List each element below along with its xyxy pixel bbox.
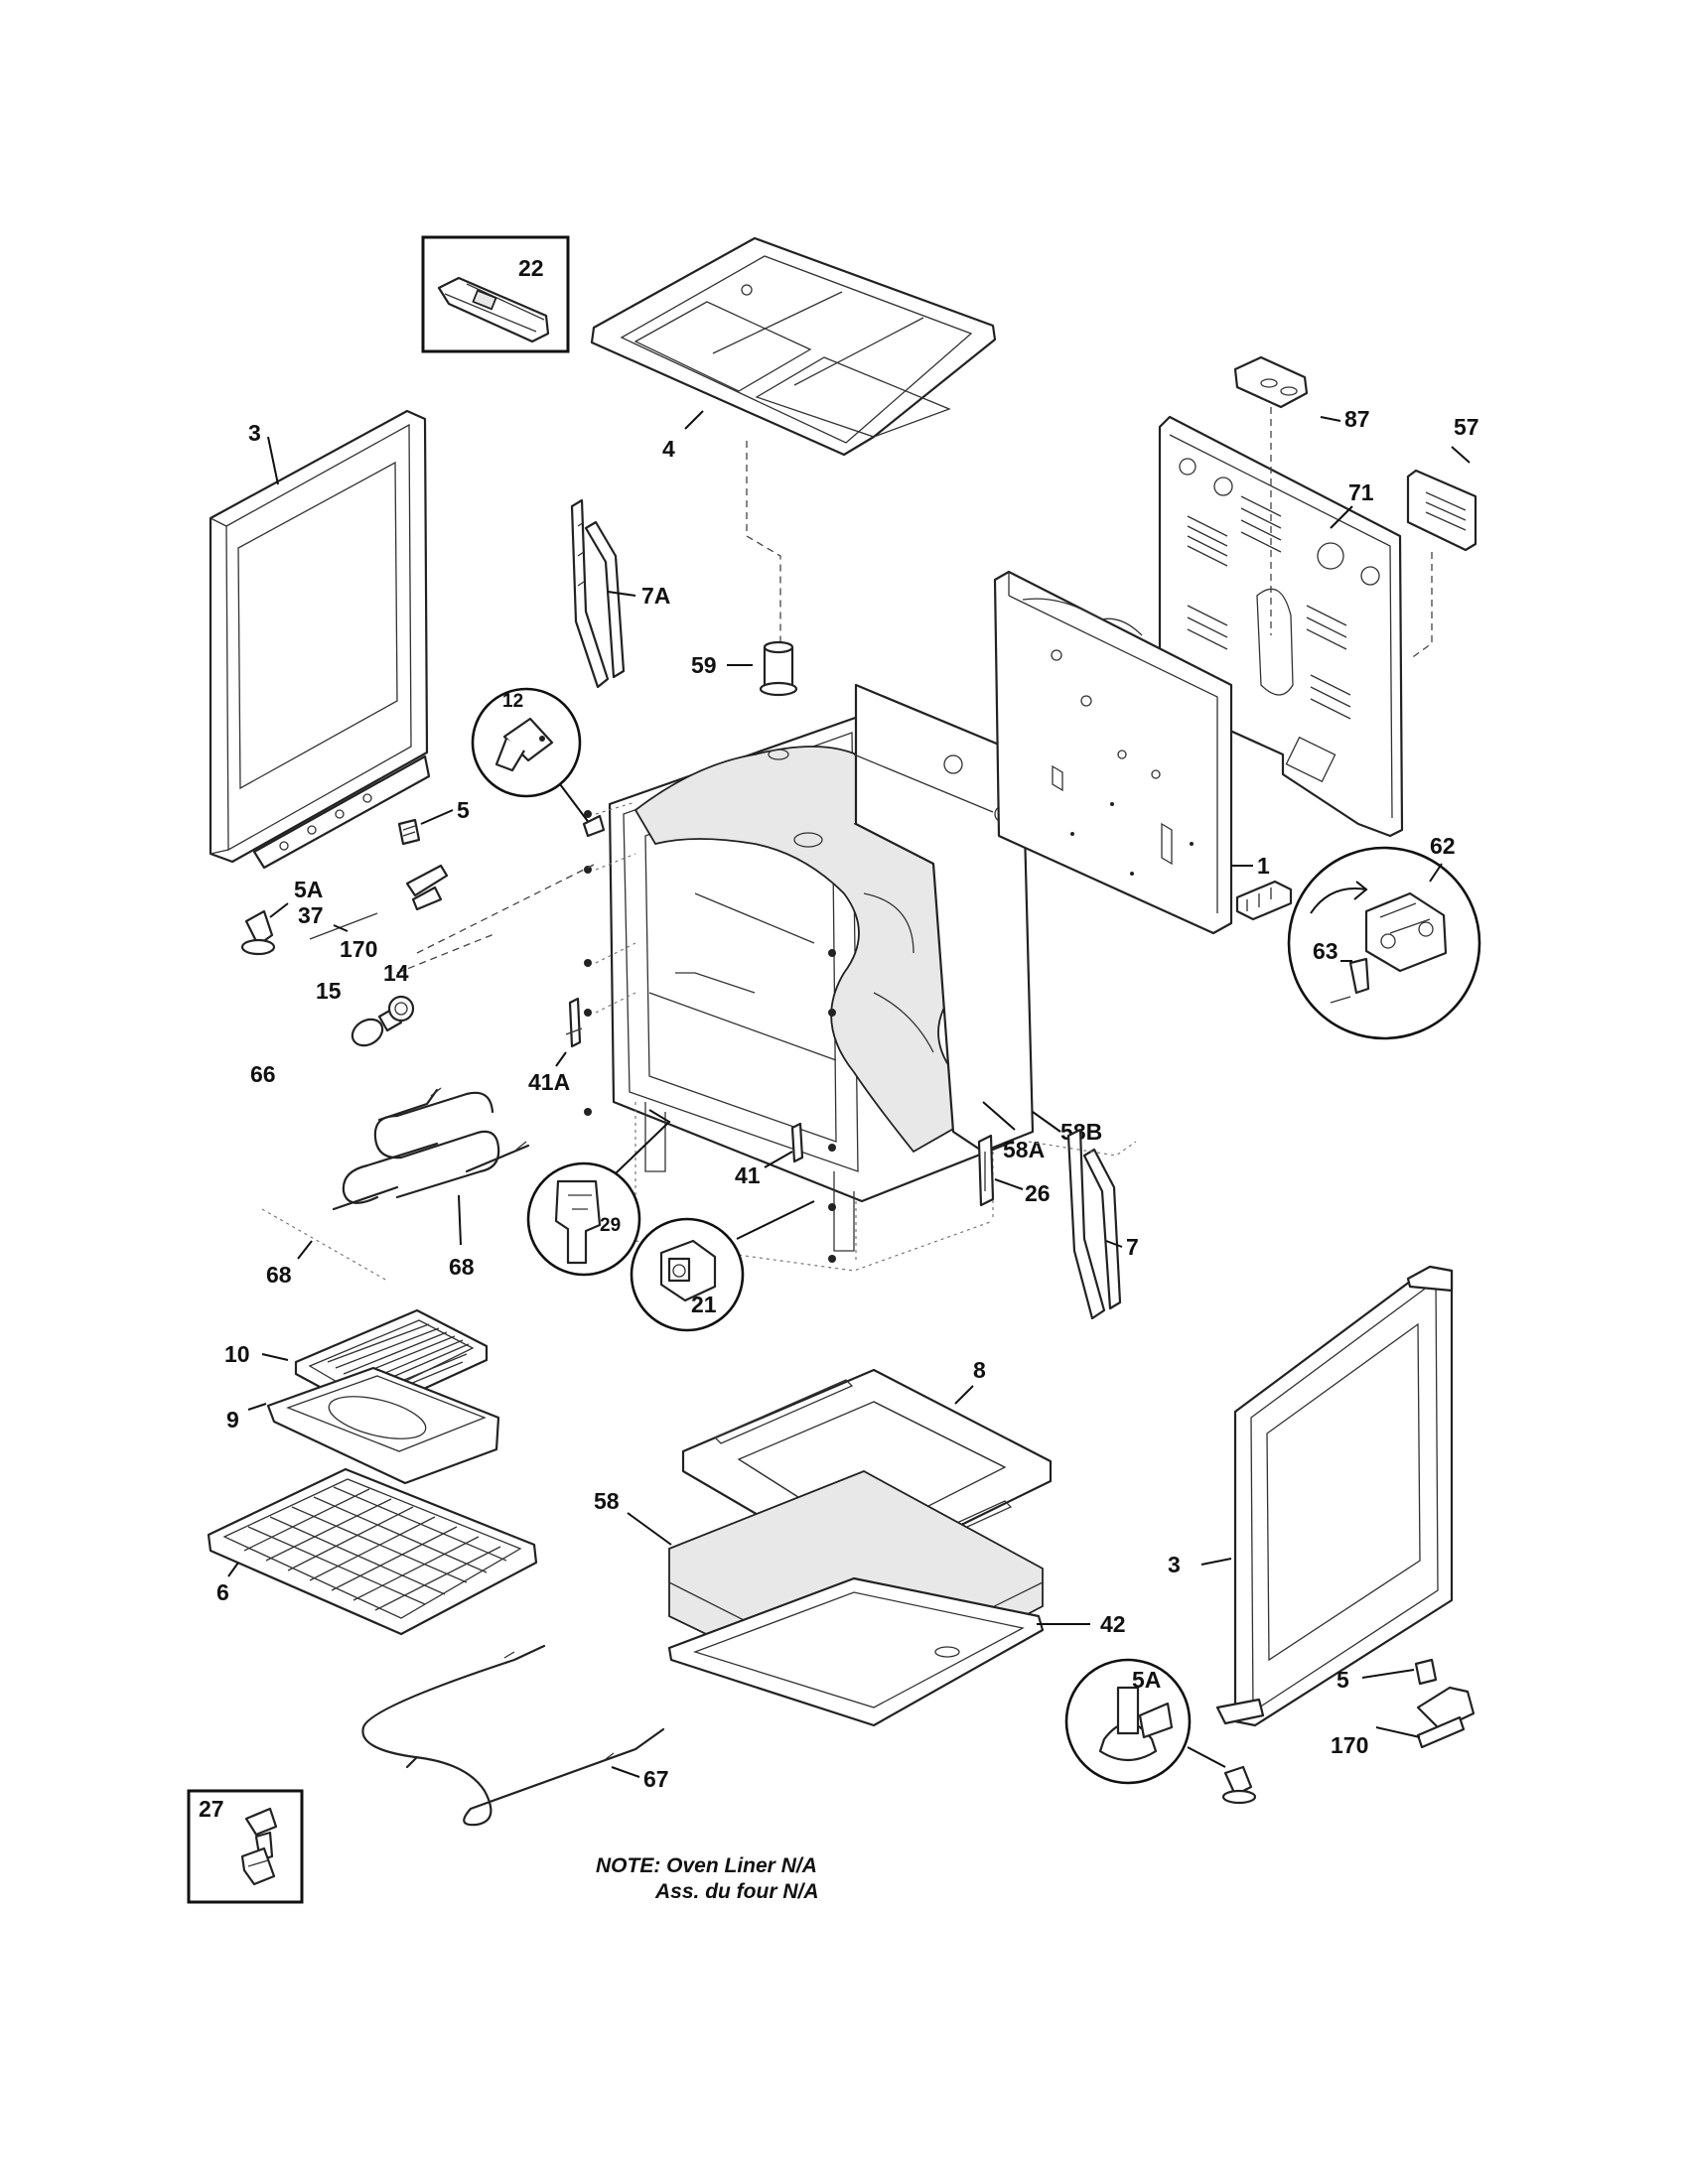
label-68-left: 68 <box>266 1262 292 1288</box>
label-3-right: 3 <box>1168 1552 1181 1577</box>
part-5-right-leveler: 5 <box>1336 1658 1438 1693</box>
part-14-socket: 14 <box>383 960 415 1023</box>
note: NOTE: Oven Liner N/A Ass. du four N/A <box>596 1854 819 1903</box>
part-68-shields: 68 68 <box>261 1194 475 1288</box>
part-3-right-side-panel: 3 <box>1168 1265 1454 1727</box>
label-57: 57 <box>1454 414 1479 440</box>
label-87: 87 <box>1344 406 1370 432</box>
part-66-broil-element: 66 <box>250 1061 530 1211</box>
part-41-bracket: 41 <box>735 1122 804 1188</box>
part-4-top-panel: 4 <box>590 236 997 462</box>
part-21-callout: 21 <box>630 1200 815 1332</box>
part-29-callout: 29 <box>526 1109 671 1277</box>
part-7-rack-support: 7 <box>1028 1128 1139 1320</box>
part-oven-cavity-body <box>396 683 1035 1272</box>
part-41A-bracket: 41A <box>528 997 583 1095</box>
label-4: 4 <box>662 436 675 462</box>
label-58: 58 <box>594 1488 620 1514</box>
label-37: 37 <box>298 902 324 928</box>
note-line-1: NOTE: Oven Liner N/A <box>596 1854 817 1877</box>
label-5A-right: 5A <box>1132 1667 1161 1693</box>
label-8: 8 <box>973 1357 986 1383</box>
label-15: 15 <box>316 978 342 1004</box>
label-71: 71 <box>1348 479 1374 505</box>
part-57-vent-cover: 57 <box>1406 414 1479 660</box>
part-27-inset: 27 <box>187 1789 304 1904</box>
label-26: 26 <box>1025 1180 1051 1206</box>
part-42-bottom-pan: 42 <box>667 1576 1126 1727</box>
part-26-slide: 26 <box>977 1134 1051 1207</box>
label-41: 41 <box>735 1162 761 1188</box>
label-5-right: 5 <box>1336 1667 1349 1693</box>
part-1-rear-panel: 1 <box>993 570 1270 935</box>
label-7: 7 <box>1126 1234 1139 1260</box>
part-3-left-side-panel: 3 <box>209 409 431 870</box>
label-9: 9 <box>226 1407 239 1433</box>
label-22: 22 <box>518 255 544 281</box>
label-6: 6 <box>216 1579 229 1605</box>
label-59: 59 <box>691 652 717 678</box>
note-line-2: Ass. du four N/A <box>654 1880 819 1903</box>
label-21: 21 <box>691 1292 717 1317</box>
label-67: 67 <box>643 1766 669 1792</box>
part-15-bulb: 15 <box>316 978 403 1047</box>
part-5-left-leveler: 5 <box>397 797 470 846</box>
label-5A-left: 5A <box>294 877 323 902</box>
label-7A: 7A <box>641 583 670 609</box>
part-12-callout: 12 <box>471 687 606 838</box>
label-58A: 58A <box>1003 1137 1045 1162</box>
part-7A-rack-support: 7A <box>570 498 670 689</box>
part-5A-left-leg: 5A <box>240 877 323 956</box>
label-68-right: 68 <box>449 1254 475 1280</box>
label-170-right: 170 <box>1331 1732 1368 1758</box>
part-9-broil-pan: 9 <box>226 1366 500 1485</box>
part-87-plate: 87 <box>1233 355 1370 635</box>
label-14: 14 <box>383 960 409 986</box>
label-1: 1 <box>1257 853 1270 879</box>
label-63: 63 <box>1313 938 1338 964</box>
part-62-terminal-block-callout: 62 63 <box>1235 833 1481 1040</box>
label-29: 29 <box>600 1215 621 1236</box>
label-41A: 41A <box>528 1069 570 1095</box>
label-170-left: 170 <box>340 936 377 962</box>
part-67-bake-element: 67 <box>361 1644 669 1827</box>
part-5A-right-callout: 5A <box>1064 1658 1257 1805</box>
label-42: 42 <box>1100 1611 1126 1637</box>
label-3-left: 3 <box>248 420 261 446</box>
label-27: 27 <box>199 1796 224 1822</box>
part-6-oven-rack: 6 <box>207 1467 538 1636</box>
label-12: 12 <box>502 691 523 712</box>
label-5-left: 5 <box>457 797 470 823</box>
part-37-clip: 37 170 <box>298 864 449 962</box>
label-10: 10 <box>224 1341 250 1367</box>
part-170-right-bracket: 170 <box>1331 1686 1476 1758</box>
label-62: 62 <box>1430 833 1456 859</box>
part-59-sensor: 59 <box>691 640 798 697</box>
part-22-inset: 22 <box>421 235 570 353</box>
label-66: 66 <box>250 1061 276 1087</box>
